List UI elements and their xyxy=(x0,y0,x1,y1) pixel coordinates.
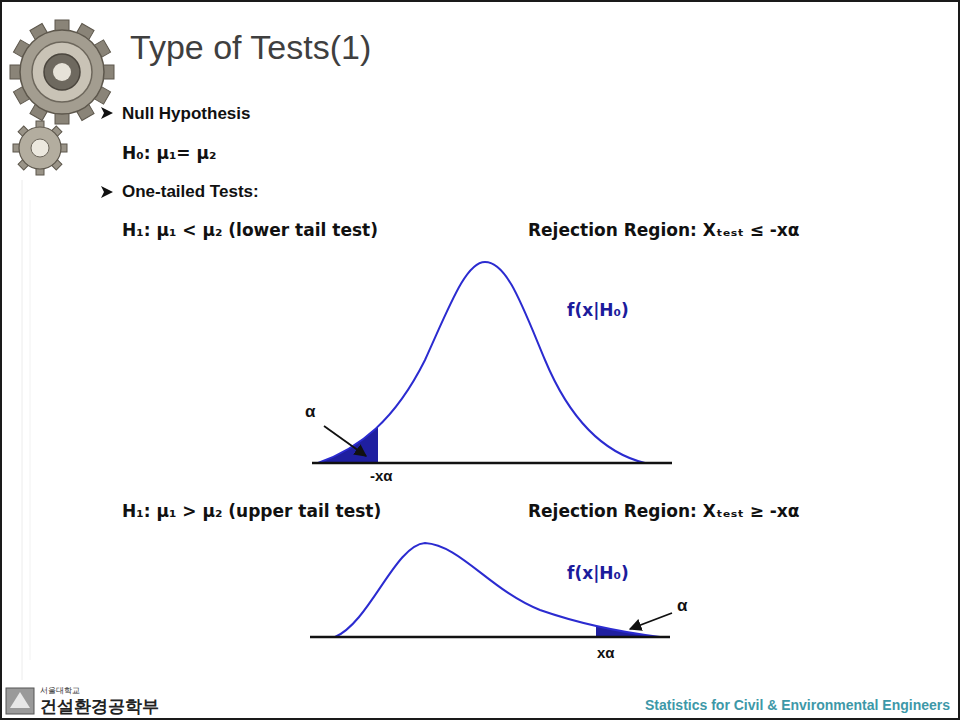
lower-tail-plot xyxy=(312,262,672,463)
hypothesis-text: H₁: μ₁ > μ₂ (upper tail test) xyxy=(122,502,381,522)
alpha-label: α xyxy=(677,596,687,616)
department-name: 건설환경공학부 xyxy=(40,697,159,717)
rejection-area xyxy=(596,543,660,637)
rejection-region-text: Rejection Region: Xₜₑₛₜ ≤ -xα xyxy=(528,221,800,241)
bullet-heading: One-tailed Tests: xyxy=(122,182,259,202)
gear-decoration xyxy=(10,20,114,175)
slide-title: Type of Tests(1) xyxy=(130,28,371,67)
axis-line xyxy=(310,636,670,639)
critical-value-label: -xα xyxy=(370,467,393,484)
background-decoration xyxy=(22,180,30,680)
upper-tail-plot xyxy=(310,543,672,637)
axis-line xyxy=(312,462,672,465)
density-curve xyxy=(335,543,660,637)
hypothesis-text: H₀: μ₁= μ₂ xyxy=(122,144,216,164)
alpha-label: α xyxy=(305,402,315,422)
density-curve xyxy=(318,262,645,463)
university-name: 서울대학교 xyxy=(40,686,80,695)
bullet-heading: Null Hypothesis xyxy=(122,104,250,124)
rejection-area xyxy=(318,262,378,463)
leader-arrow xyxy=(324,426,366,456)
university-emblem xyxy=(6,688,34,714)
density-label: f(x|H₀) xyxy=(567,301,629,321)
critical-value-label: xα xyxy=(597,644,615,661)
course-footer: Statistics for Civil & Environmental Eng… xyxy=(645,697,950,713)
leader-arrow xyxy=(630,613,672,629)
density-label: f(x|H₀) xyxy=(567,564,629,584)
hypothesis-text: H₁: μ₁ < μ₂ (lower tail test) xyxy=(122,221,378,241)
rejection-region-text: Rejection Region: Xₜₑₛₜ ≥ -xα xyxy=(528,502,800,522)
bullet-marker xyxy=(101,107,113,198)
